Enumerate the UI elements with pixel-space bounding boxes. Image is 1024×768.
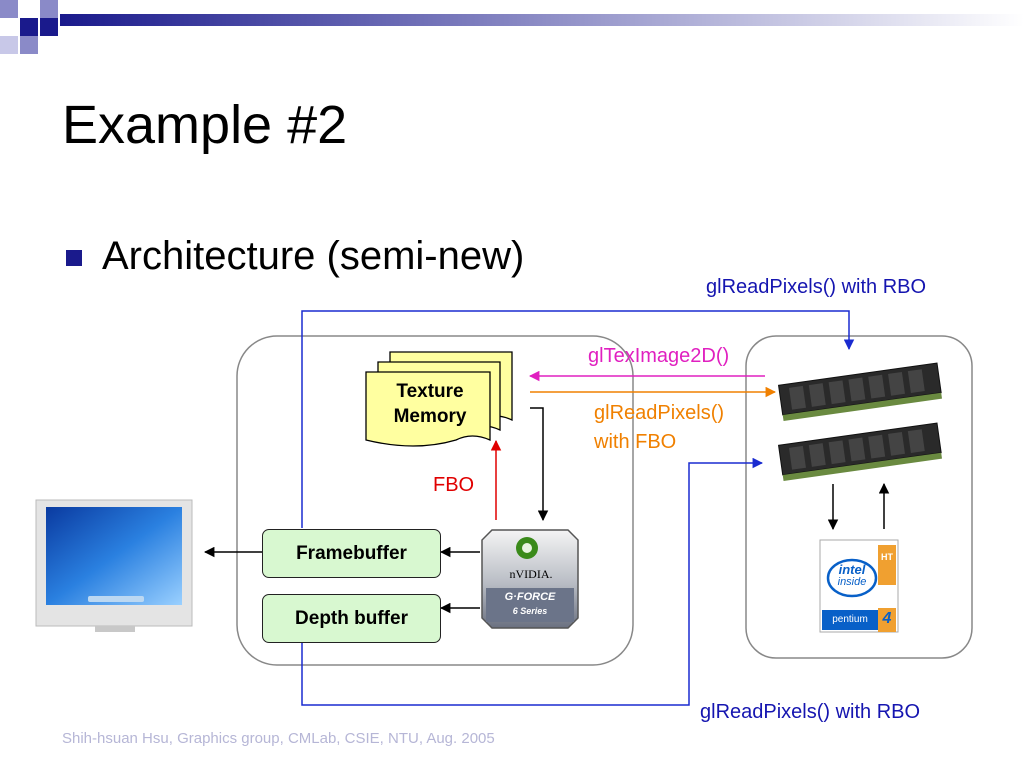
texture-memory-label-line1: Texture bbox=[396, 381, 464, 402]
pentium-text: pentium bbox=[832, 614, 868, 625]
ram-module-icon bbox=[777, 422, 943, 481]
glreadpixels-rbo-bottom-label: glReadPixels() with RBO bbox=[700, 701, 921, 723]
pentium-number-text: 4 bbox=[882, 610, 892, 627]
nvidia-brand-text: nVIDIA. bbox=[509, 567, 553, 581]
glteximage-label: glTexImage2D() bbox=[588, 345, 730, 367]
bullet-text: Architecture (semi-new) bbox=[102, 234, 525, 278]
ht-text: HT bbox=[881, 552, 893, 562]
framebuffer-box: Framebuffer bbox=[262, 529, 441, 578]
fbo-label: FBO bbox=[433, 474, 475, 496]
rbo-bottom-line bbox=[301, 457, 764, 706]
texture-to-gpu-arrow bbox=[530, 407, 549, 522]
depth-buffer-box: Depth buffer bbox=[262, 594, 441, 643]
bullet-marker bbox=[66, 250, 82, 266]
intel-pentium4-logo bbox=[819, 539, 899, 633]
cpu-container bbox=[745, 335, 973, 659]
gpu-container bbox=[236, 335, 634, 666]
slide-footer: Shih-hsuan Hsu, Graphics group, CMLab, C… bbox=[62, 730, 495, 747]
rbo-top-line bbox=[301, 310, 855, 528]
texture-memory-icon bbox=[365, 351, 513, 447]
intel-inside-text: inside bbox=[837, 576, 867, 588]
texture-memory-label-line2: Memory bbox=[393, 405, 467, 427]
slide-title: Example #2 bbox=[62, 95, 348, 155]
glreadpixels-rbo-top-label: glReadPixels() with RBO bbox=[706, 276, 927, 298]
monitor-icon bbox=[35, 499, 193, 632]
glreadpixels-fbo-label-line1: glReadPixels() bbox=[594, 402, 725, 424]
ram-module-icon bbox=[777, 362, 943, 421]
geforce-series-text: 6 Series bbox=[512, 606, 548, 616]
header-decoration bbox=[0, 0, 1024, 54]
nvidia-gpu-icon bbox=[481, 529, 579, 629]
geforce-text: G·FORCE bbox=[504, 591, 556, 603]
intel-brand-text: intel bbox=[838, 562, 866, 577]
glreadpixels-fbo-label-line2: with FBO bbox=[594, 431, 677, 453]
